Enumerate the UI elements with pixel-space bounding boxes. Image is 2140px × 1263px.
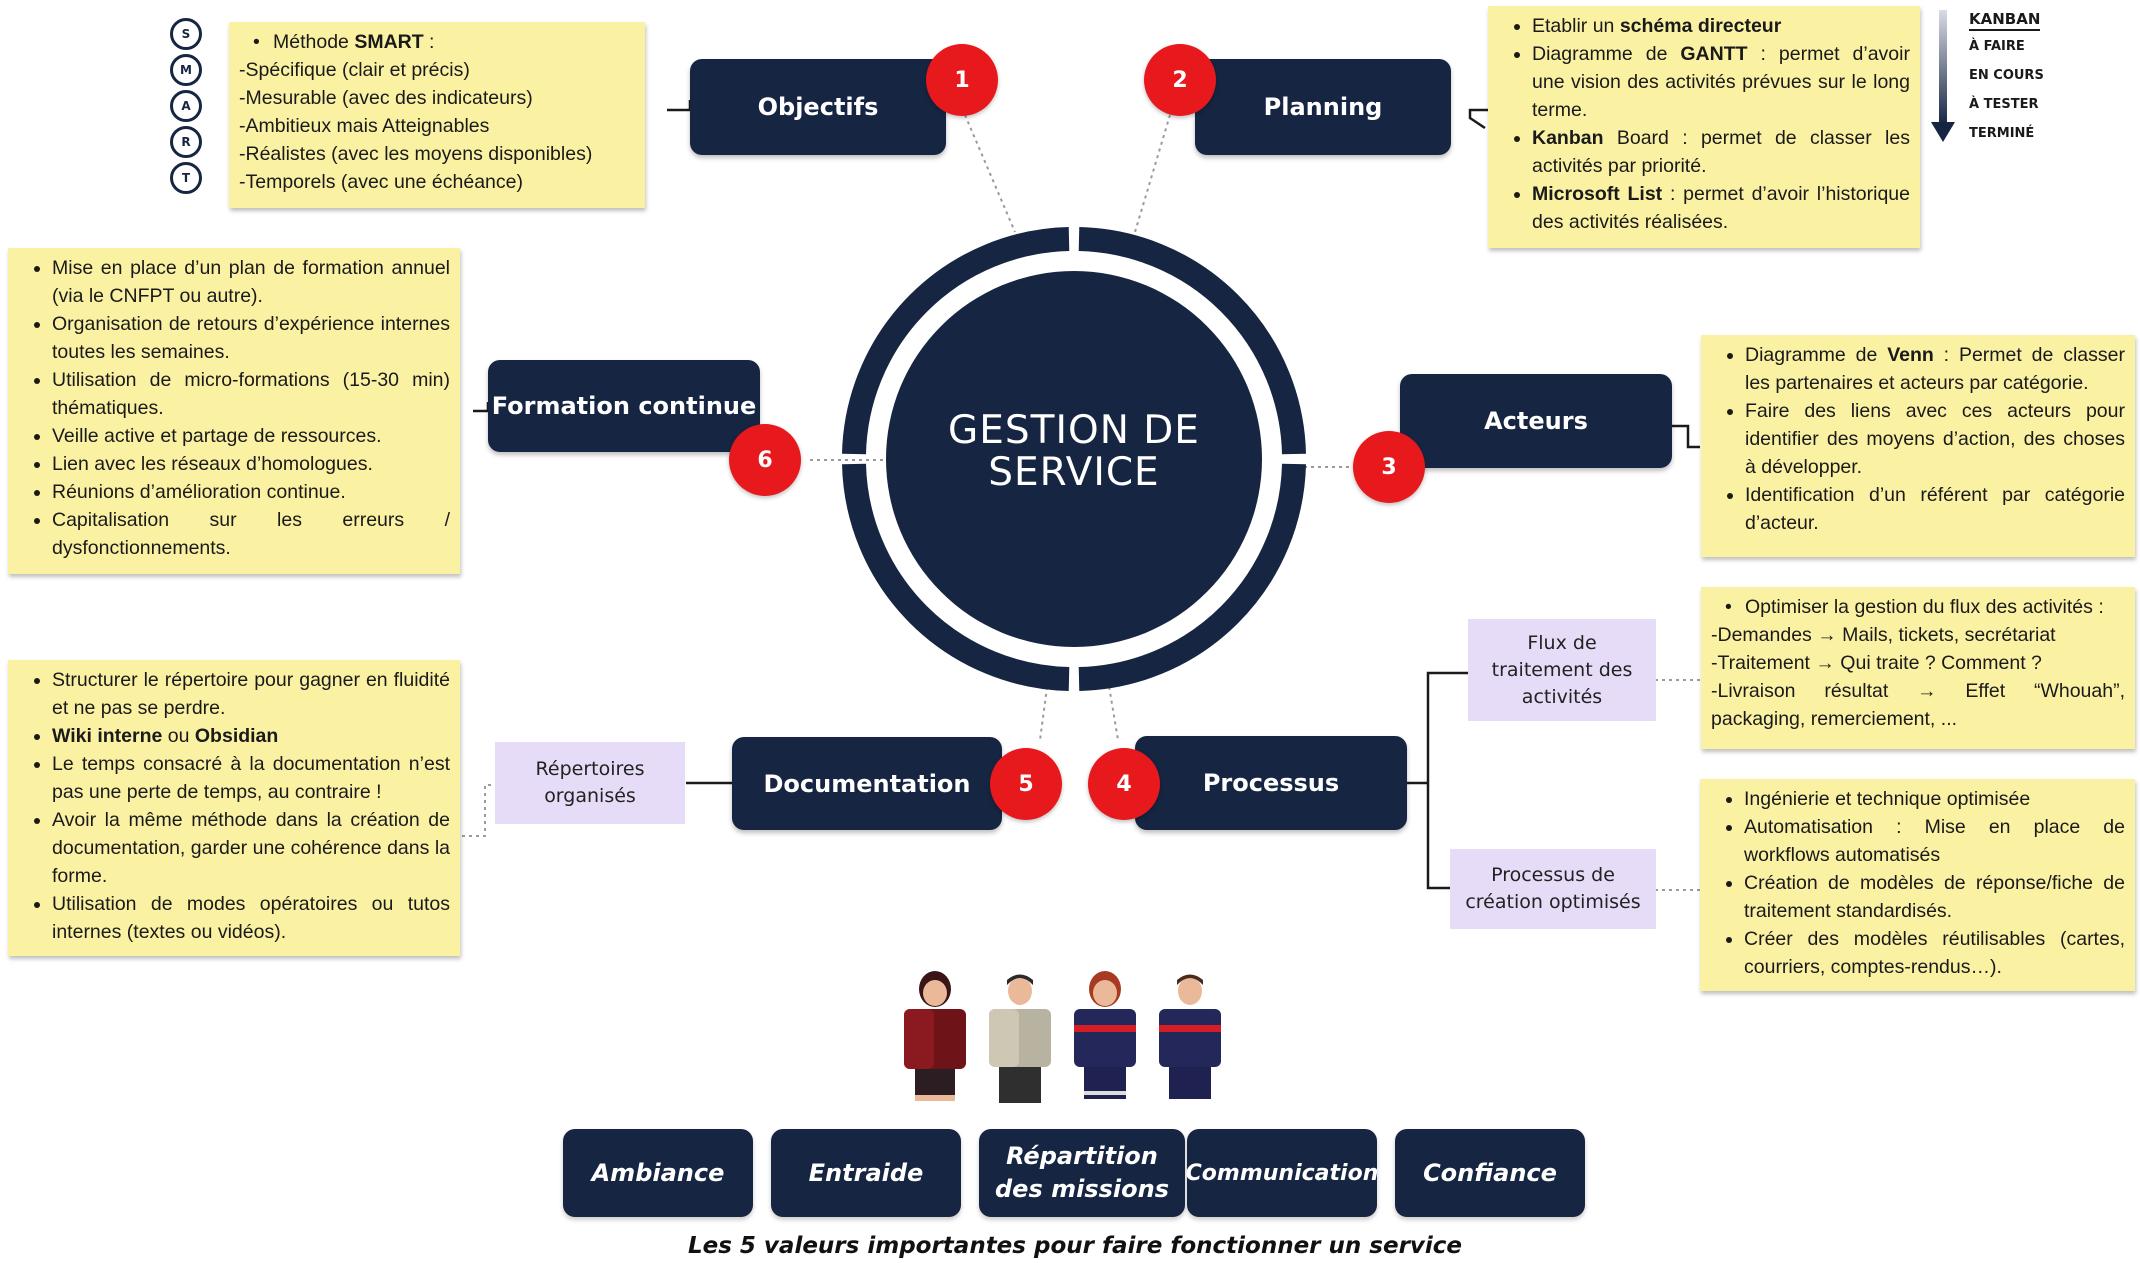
tag-processus-creation: Processus de création optimisés [1450, 849, 1656, 929]
acteurs-box[interactable]: Acteurs [1400, 374, 1672, 468]
formation-item: Lien avec les réseaux d’homologues. [52, 450, 450, 478]
documentation-box[interactable]: Documentation [732, 737, 1002, 830]
smart-letter-s: S [170, 18, 202, 50]
badge-5: 5 [990, 748, 1062, 820]
smart-line: -Réalistes (avec les moyens disponibles) [239, 143, 593, 165]
smart-line: -Mesurable (avec des indicateurs) [239, 87, 533, 109]
tag-repertoires: Répertoires organisés [495, 742, 685, 824]
acteurs-label: Acteurs [1484, 407, 1588, 435]
smart-title-prefix: Méthode [273, 31, 355, 53]
documentation-item: Utilisation de modes opératoires ou tuto… [52, 890, 450, 946]
objectifs-box[interactable]: Objectifs [690, 59, 946, 155]
creation-item: Création de modèles de réponse/fiche de … [1744, 869, 2125, 925]
person-icon [1159, 974, 1221, 1099]
smart-title-bold: SMART [354, 31, 424, 53]
center-title-line1: GESTION DE [948, 408, 1200, 453]
person-icon [1074, 971, 1136, 1099]
smart-line: -Temporels (avec une échéance) [239, 171, 523, 193]
kanban-step: TERMINÉ [1969, 126, 2035, 141]
formation-item: Mise en place d’un plan de formation ann… [52, 254, 450, 310]
planning-item: Kanban Board : permet de classer les act… [1532, 124, 1910, 180]
objectifs-label: Objectifs [757, 93, 879, 121]
center-title-line2: SERVICE [988, 450, 1160, 495]
badge-6: 6 [729, 424, 801, 496]
creation-item: Créer des modèles réutilisables (cartes,… [1744, 925, 2125, 981]
formation-item: Organisation de retours d’expérience int… [52, 310, 450, 366]
planning-label: Planning [1263, 93, 1383, 121]
acteurs-note: Diagramme de Venn : Permet de classer le… [1701, 335, 2135, 557]
person-icon [904, 971, 966, 1101]
planning-item: Etablir un schéma directeur [1532, 12, 1910, 40]
flux-line: -Demandes → Mails, tickets, secrétariat [1711, 624, 2056, 646]
planning-note: Etablir un schéma directeur Diagramme de… [1488, 6, 1920, 248]
smart-line: -Spécifique (clair et précis) [239, 59, 470, 81]
planning-item: Microsoft List : permet d’avoir l’histor… [1532, 180, 1910, 236]
formation-item: Utilisation de micro-formations (15-30 m… [52, 366, 450, 422]
smart-line: -Ambitieux mais Atteignables [239, 115, 490, 137]
values-caption: Les 5 valeurs importantes pour faire fon… [687, 1233, 1463, 1259]
tag-flux: Flux de traitement des activités [1468, 619, 1656, 721]
value-repartition: Répartition des missions [979, 1129, 1185, 1217]
center-title: GESTION DE SERVICE [880, 410, 1268, 494]
documentation-label: Documentation [763, 769, 971, 798]
flux-line: -Livraison résultat → Effet “Whouah”, pa… [1711, 680, 2125, 730]
smart-letter-t: T [170, 162, 202, 194]
badge-2: 2 [1144, 44, 1216, 116]
documentation-item: Le temps consacré à la documentation n’e… [52, 750, 450, 806]
value-ambiance: Ambiance [563, 1129, 753, 1217]
flux-title: Optimiser la gestion du flux des activit… [1711, 593, 2125, 621]
processus-box[interactable]: Processus [1135, 736, 1407, 830]
formation-note: Mise en place d’un plan de formation ann… [8, 248, 460, 574]
creation-note: Ingénierie et technique optimisée Automa… [1700, 779, 2135, 991]
creation-item: Automatisation : Mise en place de workfl… [1744, 813, 2125, 869]
kanban-step: À TESTER [1969, 97, 2039, 112]
badge-4: 4 [1088, 748, 1160, 820]
team-people-icon [904, 971, 1221, 1103]
creation-item: Ingénierie et technique optimisée [1744, 785, 2125, 813]
documentation-note: Structurer le répertoire pour gagner en … [8, 660, 460, 956]
planning-item: Diagramme de GANTT : permet d’avoir une … [1532, 40, 1910, 124]
formation-label: Formation continue [491, 392, 757, 420]
formation-item: Capitalisation sur les erreurs / dysfonc… [52, 506, 450, 562]
value-communication: Communication [1186, 1129, 1378, 1217]
acteurs-item: Diagramme de Venn : Permet de classer le… [1745, 341, 2125, 397]
kanban-arrow-icon [1931, 10, 1955, 142]
flux-line: -Traitement → Qui traite ? Comment ? [1711, 652, 2042, 674]
planning-box[interactable]: Planning [1195, 59, 1451, 155]
center-ring [842, 227, 1306, 691]
documentation-item: Wiki interne ou Obsidian [52, 722, 450, 750]
objectifs-note: Méthode SMART : -Spécifique (clair et pr… [229, 22, 645, 208]
smart-title-suffix: : [423, 31, 435, 53]
smart-letter-m: M [170, 54, 202, 86]
formation-box[interactable]: Formation continue [488, 360, 760, 452]
smart-letter-a: A [170, 90, 202, 122]
formation-item: Veille active et partage de ressources. [52, 422, 450, 450]
documentation-item: Avoir la même méthode dans la création d… [52, 806, 450, 890]
value-entraide: Entraide [771, 1129, 961, 1217]
value-confiance: Confiance [1395, 1129, 1585, 1217]
acteurs-item: Identification d’un référent par catégor… [1745, 481, 2125, 537]
kanban-step: À FAIRE [1969, 39, 2025, 54]
kanban-step: EN COURS [1969, 68, 2044, 83]
smart-letter-r: R [170, 126, 202, 158]
flux-note: Optimiser la gestion du flux des activit… [1701, 587, 2135, 749]
acteurs-item: Faire des liens avec ces acteurs pour id… [1745, 397, 2125, 481]
person-icon [989, 974, 1051, 1103]
badge-1: 1 [926, 44, 998, 116]
kanban-title: KANBAN [1969, 10, 2041, 31]
badge-3: 3 [1353, 431, 1425, 503]
smart-title: Méthode SMART : [239, 28, 635, 56]
documentation-item: Structurer le répertoire pour gagner en … [52, 666, 450, 722]
processus-label: Processus [1202, 769, 1340, 797]
formation-item: Réunions d’amélioration continue. [52, 478, 450, 506]
